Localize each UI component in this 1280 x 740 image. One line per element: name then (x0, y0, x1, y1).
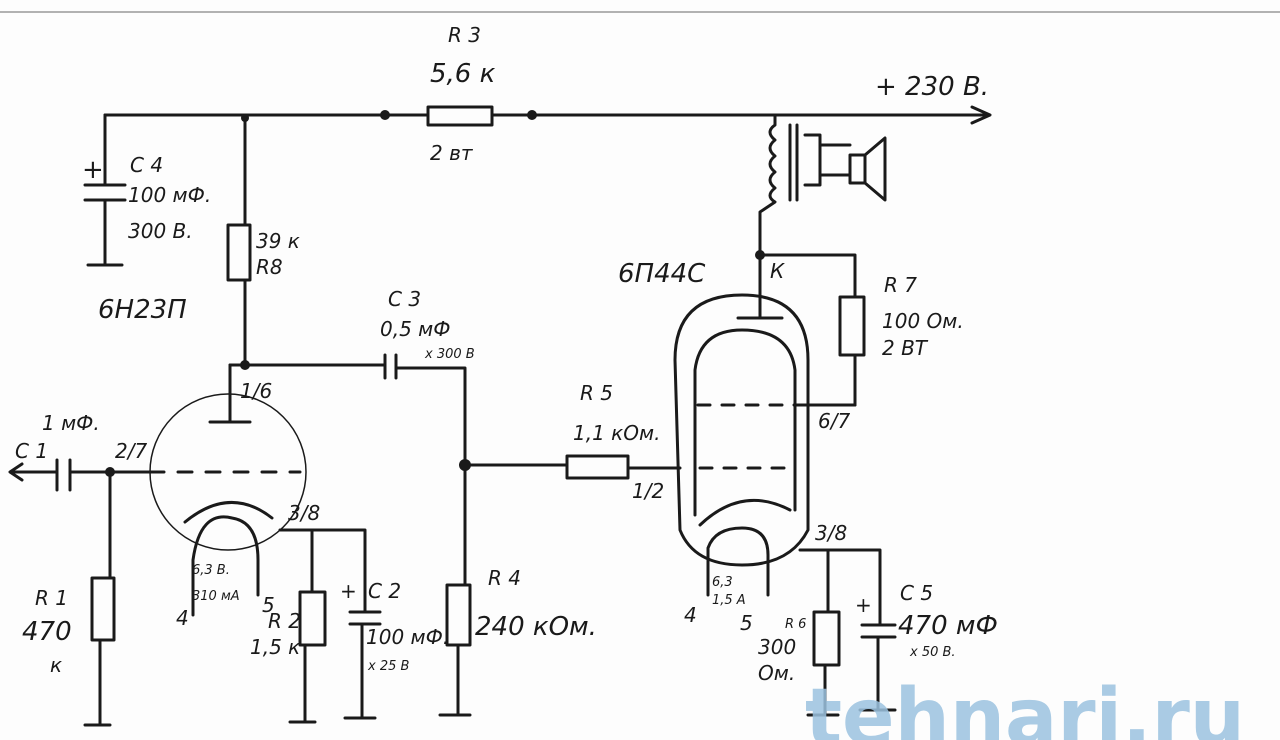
tube1-heater-pin-5: 5 (262, 593, 275, 617)
c4-plus: + (82, 155, 104, 185)
r7-power: 2 ВТ (882, 336, 929, 360)
r2-value: 1,5 к (250, 635, 300, 659)
tube1-anode-pin: 1/6 (240, 379, 272, 403)
tube-6p44s (673, 253, 857, 597)
r1-unit: к (50, 653, 62, 677)
tube1-cathode-pin: 3/8 (288, 501, 320, 525)
resistor-r3 (426, 105, 494, 127)
tube2-screen-pin: 6/7 (818, 409, 850, 433)
c5-voltage: x 50 В. (909, 645, 956, 660)
r7-value: 100 Ом. (882, 309, 964, 333)
capacitor-c4 (83, 113, 127, 267)
r5-value: 1,1 кОм. (573, 421, 660, 445)
output-transformer (755, 113, 852, 260)
tube2-heater-pin-5: 5 (740, 611, 753, 635)
tube1-heater-current: 310 мА (192, 589, 240, 604)
supply-voltage: + 230 В. (875, 72, 989, 102)
tube2-heater-current: 1,5 А (712, 593, 746, 608)
c2-value: 100 мФ. (366, 625, 449, 649)
r8-name: R8 (256, 255, 283, 279)
r4-name: R 4 (488, 566, 521, 590)
c5-name: С 5 (900, 581, 933, 605)
c4-value: 100 мФ. (128, 183, 211, 207)
cathode-network-1 (278, 528, 382, 724)
resistor-r5 (463, 454, 682, 480)
tube2-type: 6П44С (618, 259, 706, 289)
r4-value: 240 кОм. (475, 612, 597, 642)
resistor-r8 (226, 114, 252, 370)
c2-voltage: x 25 В (367, 659, 410, 674)
c4-voltage: 300 В. (128, 219, 193, 243)
tube1-heater-pin-4: 4 (176, 606, 189, 630)
tube1-grid-pin: 2/7 (115, 439, 147, 463)
watermark: tehnari.ru (805, 673, 1245, 740)
r3-value: 5,6 к (430, 59, 496, 89)
tube1-type: 6Н23П (98, 295, 187, 325)
r6-name: R 6 (785, 617, 806, 632)
r7-name: R 7 (884, 273, 917, 297)
resistor-r4 (438, 459, 472, 717)
resistor-r7 (758, 253, 866, 407)
r2-name-label: R 2 (268, 609, 301, 633)
r6-unit: Ом. (758, 661, 795, 685)
tube1-heater-voltage: 6,3 В. (192, 563, 230, 578)
supply-rail (103, 105, 992, 125)
capacitor-c1 (8, 458, 152, 492)
tube2-grid-pin: 1/2 (632, 479, 664, 503)
r3-power: 2 вт (430, 141, 474, 165)
resistor-r1 (83, 470, 116, 727)
c3-value: 0,5 мФ (380, 317, 450, 341)
c5-value: 470 мФ (898, 611, 998, 641)
tube2-anode-pin: К (770, 259, 785, 283)
capacitor-c3 (228, 353, 467, 467)
tube2-cathode-pin: 3/8 (815, 521, 847, 545)
r5-name: R 5 (580, 381, 613, 405)
loudspeaker-icon (848, 136, 887, 202)
c5-plus: + (855, 593, 872, 617)
c1-name: С 1 (15, 439, 48, 463)
c4-name: С 4 (130, 153, 163, 177)
r1-name: R 1 (35, 586, 68, 610)
cathode-network-2 (798, 548, 897, 717)
resistor-r6 (812, 610, 841, 667)
r1-value: 470 (22, 617, 72, 647)
tube2-heater-pin-4: 4 (684, 603, 697, 627)
c2-name: С 2 (368, 579, 401, 603)
c3-name: С 3 (388, 287, 421, 311)
r6-value: 300 (758, 635, 796, 659)
c3-voltage: x 300 В (424, 347, 475, 362)
r8-value: 39 к (256, 229, 300, 253)
r3-name: R 3 (448, 23, 481, 47)
c1-value: 1 мФ. (42, 411, 100, 435)
resistor-r2 (298, 590, 327, 647)
tube2-heater-voltage: 6,3 (712, 575, 733, 590)
c2-plus: + (340, 579, 357, 603)
